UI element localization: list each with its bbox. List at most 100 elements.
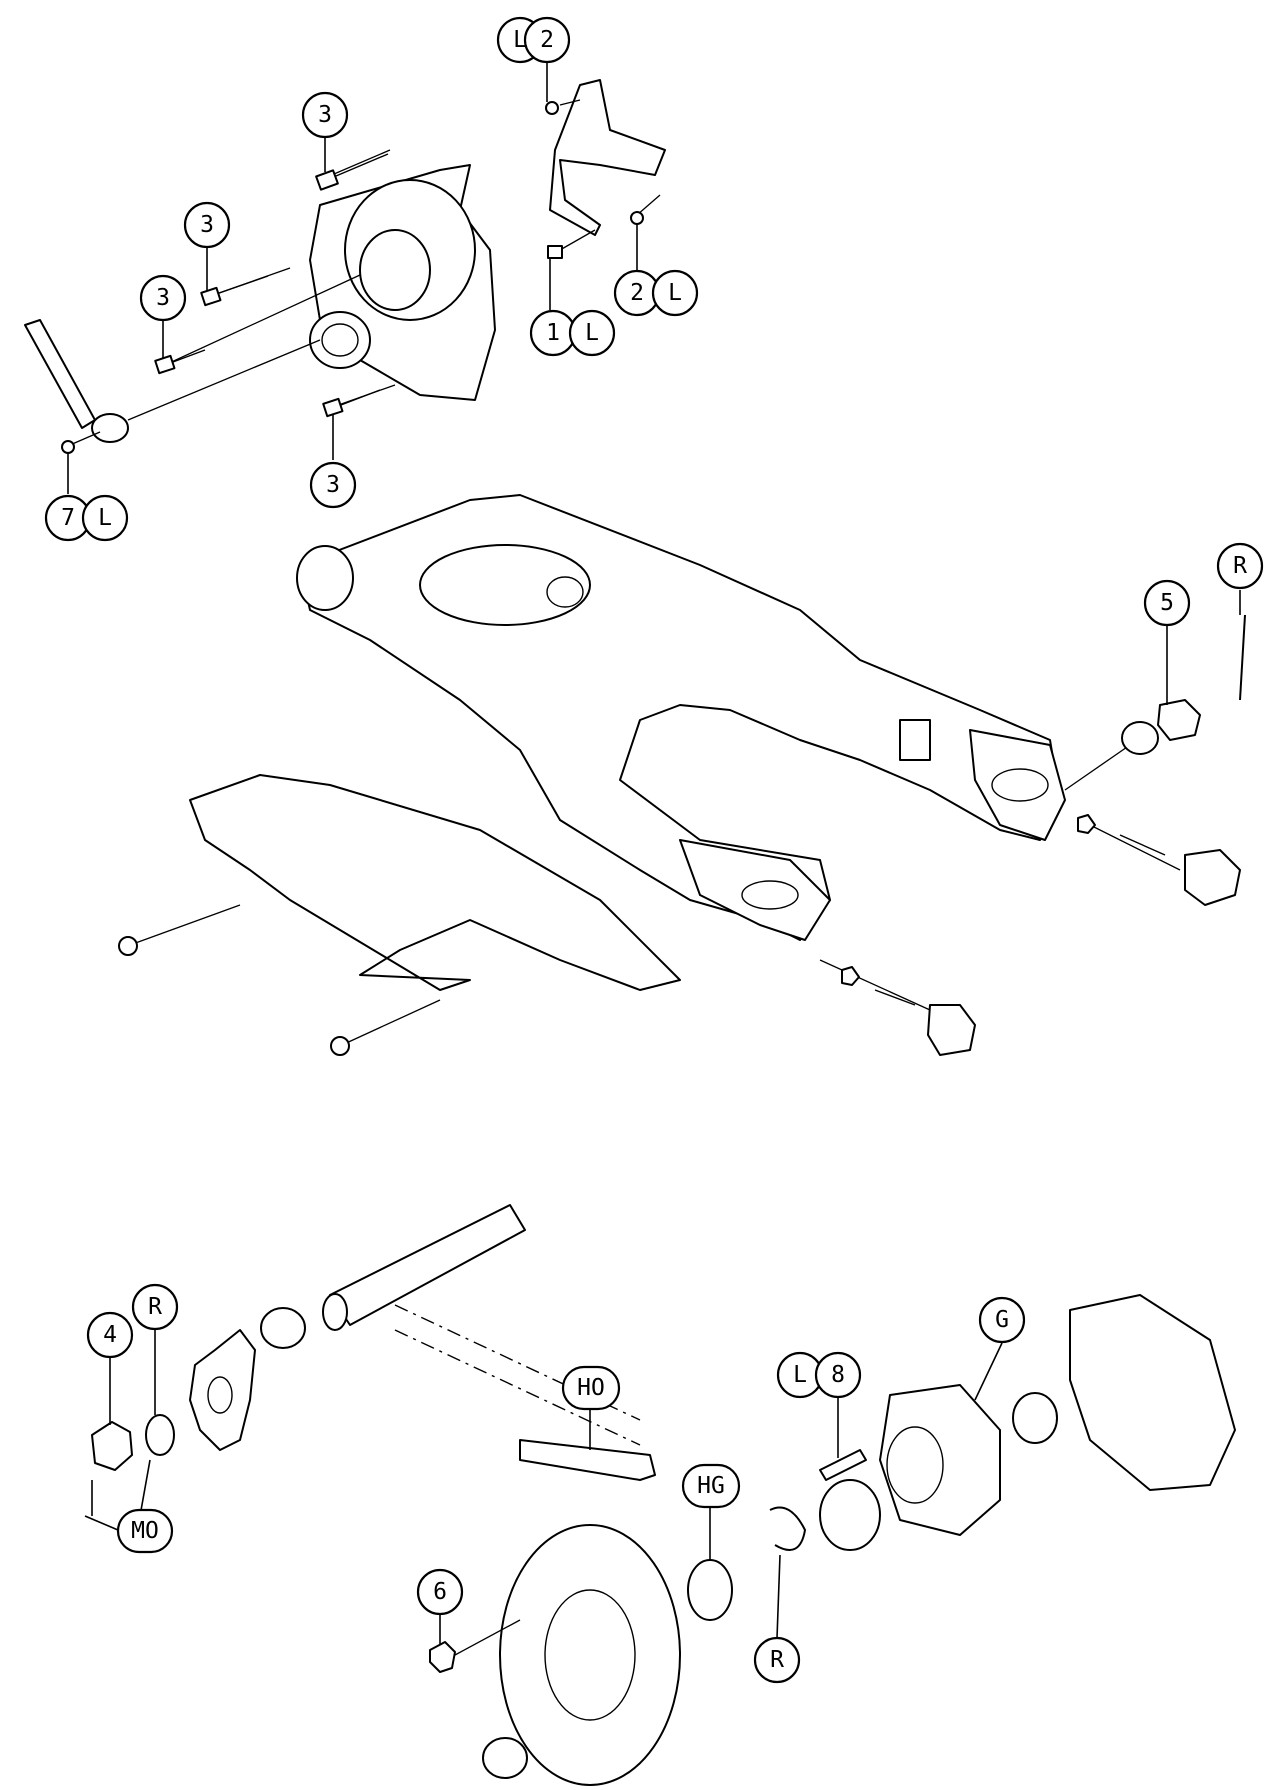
callout-code: HG [697,1473,725,1499]
left-chain-adjuster [819,959,976,1056]
right-chain-adjuster [1064,614,1246,906]
lock-washer [145,1414,175,1456]
pivot-boss [296,545,354,611]
sprocket-nut [429,1641,456,1673]
coupling-hub [879,1384,1001,1536]
callout-5: 5 [1143,579,1191,627]
hub-damper [1069,1294,1236,1491]
right-axle-plate [969,729,1066,841]
bracket-bolt-top [545,101,559,115]
hub-circlip [769,1506,806,1551]
cover-bolt-mid [200,267,291,307]
brake-hose-clip [899,719,931,761]
callout-letter: L [98,505,112,531]
guard-bracket-assembly [545,79,666,259]
callout-MO: MO [84,1508,174,1554]
shaft-collar [260,1307,306,1349]
cover-bolt-top [315,149,391,191]
callout-3-a: 3 [301,91,349,139]
callout-number: 3 [326,472,340,498]
callout-letter: R [770,1647,784,1673]
guard-screw-2 [330,1036,350,1056]
callout-number: 3 [156,285,170,311]
callout-7L: 7 L [44,494,129,542]
sensor-bolt-head [61,440,75,454]
callout-R-circlip: R [753,1636,801,1684]
swingarm [296,494,1066,941]
hub-oil-seal [687,1559,733,1621]
adjuster-block-left [927,1004,976,1056]
callout-3-c: 3 [139,274,187,322]
hub-bearing [819,1479,881,1551]
callout-number: 8 [831,1362,845,1388]
callout-letter: L [513,27,527,53]
shaft-spline [322,1293,348,1331]
callout-number: 3 [318,102,332,128]
front-sprocket-hub [207,1376,233,1414]
callout-number: 5 [1160,590,1174,616]
chain-guard [118,774,681,1056]
hub-stud [819,1449,867,1481]
crossmember-opening [419,544,591,626]
coupling-collar [1012,1392,1058,1444]
cover-collar [309,311,371,369]
adjuster-nut-right [1077,814,1096,834]
callout-letter: G [995,1307,1009,1333]
callout-HO: HO [561,1365,621,1411]
adjuster-bolt-right [1119,834,1166,856]
bracket-bolt-1 [547,245,563,259]
cover-collar-hole [321,323,359,357]
adjuster-block-right [1184,849,1241,906]
cover-bolt-left [154,274,361,375]
callout-number: 2 [630,280,644,306]
callout-number: 1 [546,320,560,346]
callout-letter: R [1233,553,1247,579]
callout-G: G [978,1296,1026,1344]
callout-1L: 1 L [529,309,616,357]
bracket-bolt-2 [630,211,644,225]
guard-bracket [549,79,666,236]
rear-hub-assembly [769,1294,1236,1551]
rear-sprocket-center [544,1589,636,1721]
axle-washer-right [1121,721,1159,755]
right-axle-slot [991,768,1049,802]
front-sprocket-assembly [91,1204,526,1517]
guard-screw-1 [118,936,138,956]
callout-R-pin: R [1216,542,1264,590]
adjuster-bolt-left [874,989,916,1006]
output-shaft [329,1204,526,1326]
callout-letter: R [148,1294,162,1320]
callout-3-d: 3 [309,461,357,509]
callout-4: 4 [86,1311,134,1359]
left-axle-plate [679,839,831,941]
sprocket-spacer [482,1737,528,1779]
front-sprocket [189,1329,256,1451]
callout-R-washer: R [131,1283,179,1331]
callout-2L: 2 L [613,269,699,317]
cover-bolt-bottom [322,384,396,418]
callout-6: 6 [416,1568,464,1616]
callout-3-b: 3 [183,201,231,249]
callout-code: HO [577,1375,605,1401]
callout-code: MO [131,1518,159,1544]
callout-number: 6 [433,1579,447,1605]
chain-links [519,1439,656,1481]
callout-L2-top: L 2 [496,16,571,64]
leader-lines [67,62,1241,1645]
drive-nut [91,1421,133,1471]
adjuster-nut-left [841,966,860,986]
callout-number: 2 [540,27,554,53]
callout-number: 3 [200,212,214,238]
speed-sensor [24,319,321,454]
axle-nut [1157,699,1201,741]
callout-HG: HG [681,1463,741,1509]
left-axle-slot [741,880,799,910]
callout-letter: L [585,320,599,346]
sprocket-cover-assembly [24,149,496,454]
chain-guard-body [189,774,681,991]
callout-number: 4 [103,1322,117,1348]
callout-letter: L [668,280,682,306]
callout-L8: L 8 [776,1351,862,1399]
cotter-pin [1239,614,1246,701]
